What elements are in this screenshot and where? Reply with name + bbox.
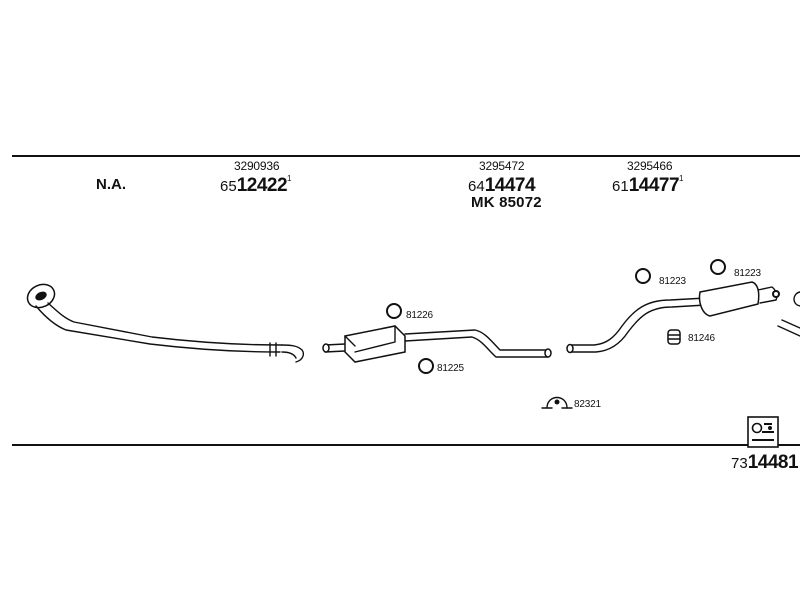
- na-label: N.A.: [96, 176, 126, 193]
- center-outlet-end: [544, 348, 552, 358]
- oe-code-rear-muffler: 3295466: [627, 159, 673, 173]
- rubber-ring-81223-a-icon: [635, 268, 651, 284]
- part-number-front-pipe: 65124221: [220, 174, 292, 196]
- front-pipe-upper-edge: [35, 305, 281, 353]
- part-label-81223-b: 81223: [734, 268, 761, 279]
- oe-code-front-pipe: 3290936: [234, 159, 280, 173]
- right-edge-clamp: [793, 291, 800, 307]
- rubber-ring-81225-icon: [418, 358, 434, 374]
- rear-tail-end: [772, 290, 780, 298]
- rear-inlet-end: [566, 343, 574, 354]
- front-pipe-hook-end: [281, 344, 305, 363]
- top-divider: [12, 155, 800, 157]
- part-number-center-muffler: 6414474: [468, 175, 536, 196]
- right-edge-pipe: [777, 319, 800, 337]
- center-outlet-pipe: [404, 329, 549, 358]
- rear-inlet-pipe: [569, 297, 707, 353]
- rubber-ring-81226-icon: [386, 303, 402, 319]
- part-label-82321: 82321: [574, 399, 601, 410]
- manifold-flange-hole: [35, 291, 47, 301]
- part-label-81226: 81226: [406, 310, 433, 321]
- center-muffler: [322, 325, 552, 363]
- oe-code-center-muffler: 3295472: [479, 159, 525, 173]
- part-label-81225: 81225: [437, 363, 464, 374]
- rubber-ring-81223-b-icon: [710, 259, 726, 275]
- front-pipe-lower-edge: [47, 302, 283, 346]
- kit-part-number: 7314481: [731, 452, 799, 473]
- clamp-82321-icon: [541, 396, 573, 409]
- center-inlet-end: [322, 343, 330, 353]
- bottom-divider: [12, 444, 800, 446]
- front-pipe-bracket: [269, 342, 277, 357]
- mounting-kit-icon: [747, 416, 779, 448]
- rear-muffler-body: [698, 281, 760, 317]
- front-pipe: [26, 283, 305, 363]
- center-muffler-body: [344, 325, 406, 363]
- rear-section: [566, 281, 800, 354]
- center-muffler-seam: [344, 325, 396, 353]
- alt-code-center-muffler: MK 85072: [471, 194, 542, 211]
- part-label-81223-a: 81223: [659, 276, 686, 287]
- part-label-81246: 81246: [688, 333, 715, 344]
- part-number-rear-muffler: 61144771: [612, 174, 684, 196]
- hanger-81246-icon: [667, 329, 681, 345]
